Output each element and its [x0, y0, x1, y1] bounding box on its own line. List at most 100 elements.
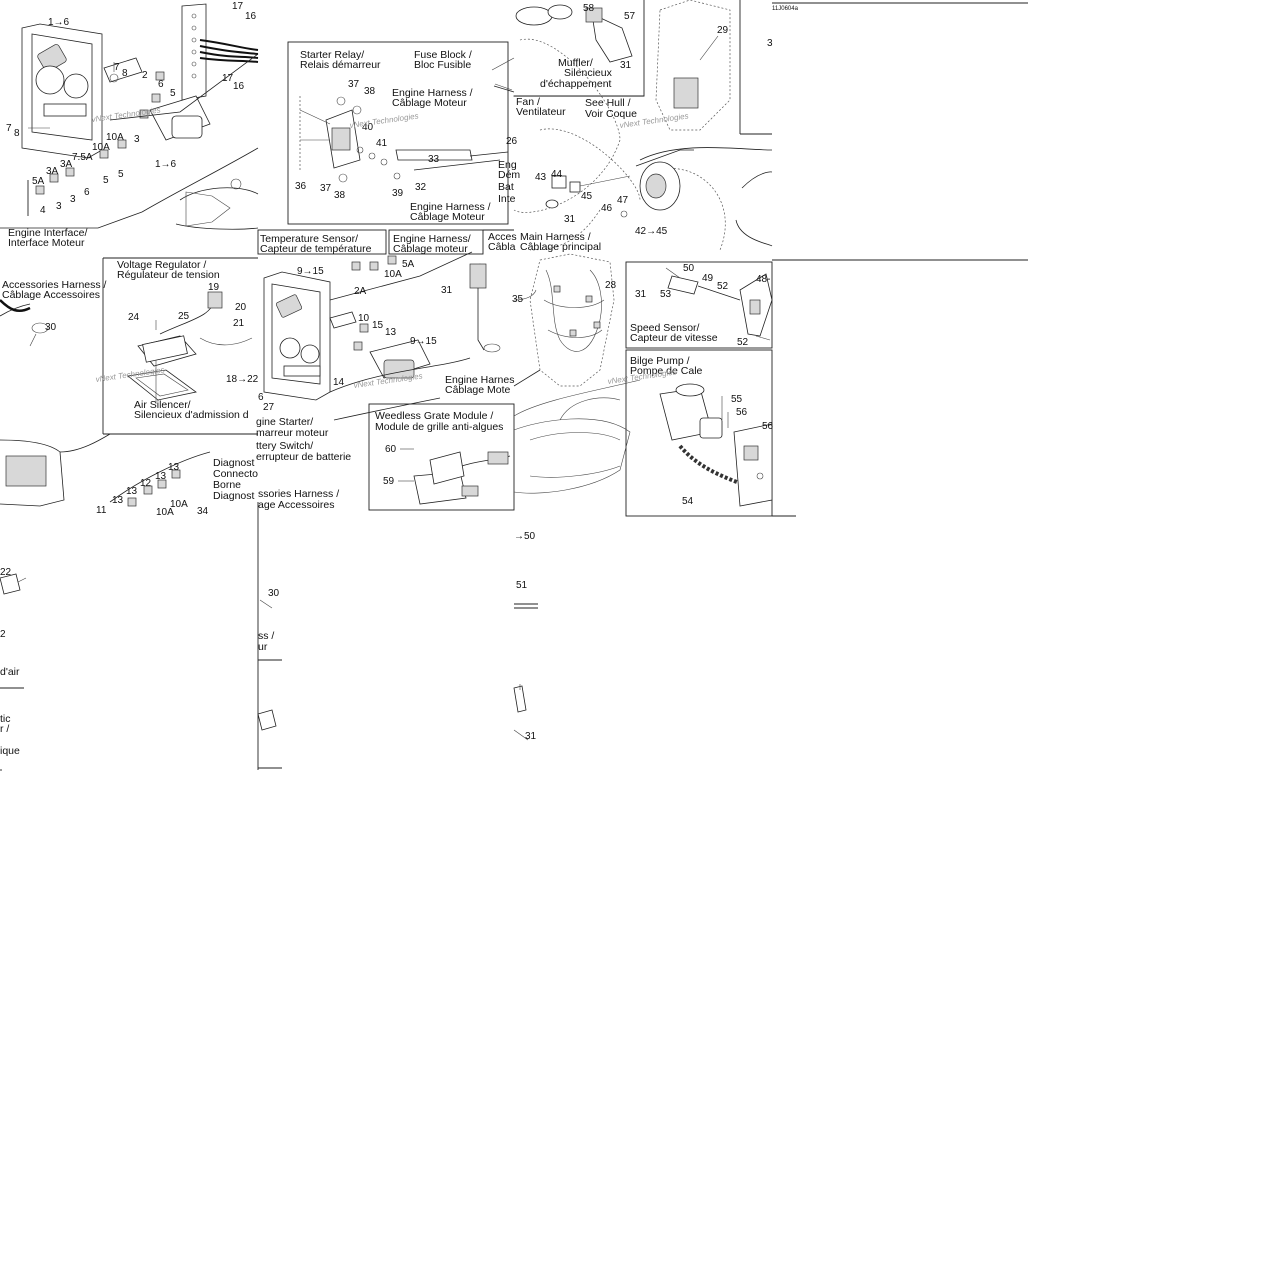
part-callout: 6: [158, 79, 164, 90]
caption-line: gine Starter/: [256, 416, 313, 428]
part-callout: 29: [717, 25, 729, 36]
caption-line: Régulateur de tension: [117, 269, 220, 281]
part-callout: 58: [583, 3, 595, 14]
part-callout: 3A: [46, 166, 59, 177]
part-callout: 3A: [60, 159, 73, 170]
part-callout: 6: [258, 392, 264, 403]
part-callout: 12: [140, 478, 152, 489]
part-callout: 8: [122, 68, 128, 79]
drawing-id: 11J0604a: [772, 6, 799, 12]
part-callout: 10A: [92, 142, 110, 153]
caption-line: tic: [0, 713, 11, 725]
watermark-text: vNext Technologies: [349, 111, 419, 130]
part-callout: 25: [178, 311, 190, 322]
part-callout: 16: [233, 81, 245, 92]
part-callout: 52: [717, 281, 729, 292]
part-callout: 36: [295, 181, 307, 192]
part-callout: 30: [45, 322, 57, 333]
part-callout: 5: [103, 175, 109, 186]
part-callout: 37: [348, 79, 360, 90]
caption-line: Engine Interface/: [8, 227, 87, 239]
part-callout: 2: [0, 629, 6, 640]
caption-line: d'échappement: [540, 78, 612, 90]
part-callout: 6: [84, 187, 90, 198]
caption-line: Starter Relay/: [300, 49, 364, 61]
caption-line: Connecto: [213, 468, 258, 480]
part-callout: 5A: [32, 176, 45, 187]
caption-line: Câblage Mote: [445, 384, 511, 396]
caption-line: d'air: [0, 666, 20, 678]
part-callout: 24: [128, 312, 140, 323]
starter-relay-assembly: [299, 57, 515, 183]
part-callout: 32: [415, 182, 427, 193]
caption-line: Bloc Fusible: [414, 59, 471, 71]
caption-line: Interface Moteur: [8, 237, 85, 249]
caption-line: Câblage Accessoires: [2, 289, 100, 301]
part-callout: 16: [245, 11, 257, 22]
caption-line: Engine Harness/: [393, 233, 471, 245]
caption-line: Relais démarreur: [300, 59, 381, 71]
part-callout: 10A: [170, 499, 188, 510]
part-callout: 3: [767, 38, 773, 49]
part-callout: 41: [376, 138, 388, 149]
part-callout: 5: [118, 169, 124, 180]
part-callout: 59: [383, 476, 395, 487]
bilge-pump-assembly: [513, 379, 773, 507]
part-callout: 7.5A: [72, 152, 93, 163]
caption-line: Silencieux d'admission d: [134, 409, 249, 421]
caption-line: Acces: [488, 231, 517, 243]
caption-line: Bat: [498, 181, 514, 193]
part-callout: 56: [762, 421, 774, 432]
part-callout: 4: [40, 205, 46, 216]
caption-line: Main Harness /: [520, 231, 591, 243]
part-callout: 20: [235, 302, 247, 313]
part-callout: 56: [736, 407, 748, 418]
part-callout: 27: [263, 402, 275, 413]
caption-line: Weedless Grate Module /: [375, 410, 493, 422]
part-callout: 38: [334, 190, 346, 201]
part-callout: 48-: [756, 274, 770, 285]
part-callout: 13: [155, 471, 167, 482]
caption-line: Capteur de température: [260, 243, 372, 255]
caption-line: age Accessoires: [258, 499, 334, 511]
part-callout: 47: [617, 195, 629, 206]
part-callout: 3: [134, 134, 140, 145]
caption-line: Ventilateur: [516, 106, 566, 118]
part-callout: 9→15: [297, 266, 324, 277]
voltage-regulator-assembly: [0, 291, 253, 404]
part-callout: 46: [601, 203, 613, 214]
part-callout: 44: [551, 169, 563, 180]
part-callout: 13: [168, 462, 180, 473]
caption-line: Engine Harness /: [410, 201, 491, 213]
part-callout: 13: [112, 495, 124, 506]
part-callout: 13: [126, 486, 138, 497]
part-callout: 17: [222, 73, 234, 84]
part-callout: 11: [96, 505, 107, 516]
caption-line: Bilge Pump /: [630, 355, 690, 367]
part-callout: 7: [6, 123, 12, 134]
part-callout: 31: [441, 285, 453, 296]
part-callout: 31: [620, 60, 632, 71]
caption-line: Fan /: [516, 96, 540, 108]
part-callout: 57: [624, 11, 636, 22]
part-callout: 31: [564, 214, 576, 225]
part-callout: 31: [525, 731, 537, 742]
part-callout: 19: [208, 282, 220, 293]
part-callout: 28: [605, 280, 617, 291]
caption-line: ur: [258, 641, 268, 653]
part-callout: 1→6: [155, 159, 177, 170]
part-callout: 40: [362, 122, 374, 133]
part-callout: 43: [535, 172, 547, 183]
caption-line: Eng: [498, 159, 517, 171]
speed-sensor-assembly: [665, 267, 773, 341]
part-callout: 3: [70, 194, 76, 205]
caption-line: Accessories Harness /: [2, 279, 107, 291]
engine-interface-assembly: [263, 251, 501, 421]
part-callout: 13: [385, 327, 397, 338]
caption-line: Câbla: [488, 241, 516, 253]
part-callout: 1→6: [48, 17, 70, 28]
part-callout: 9→15: [410, 336, 437, 347]
caption-line: Silencieux: [564, 67, 613, 79]
watermark-text: vNext Technologies: [91, 105, 161, 124]
